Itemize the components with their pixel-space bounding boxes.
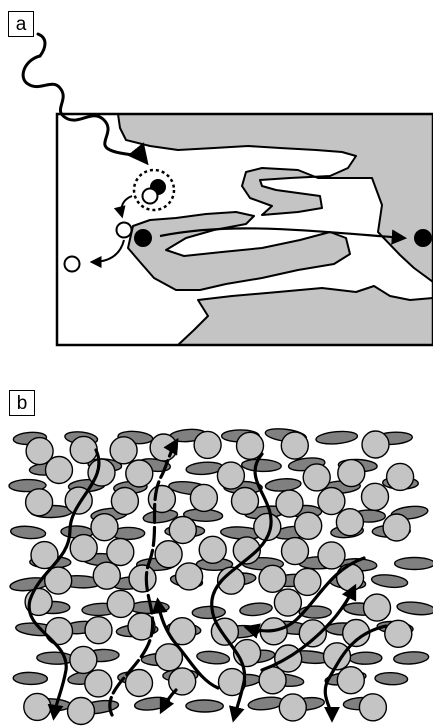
particle bbox=[85, 617, 112, 644]
particle bbox=[387, 463, 414, 490]
particle bbox=[318, 542, 345, 569]
particle bbox=[70, 646, 97, 673]
flake bbox=[239, 602, 272, 617]
gray-phase-region-middle bbox=[128, 212, 350, 290]
particle bbox=[85, 670, 112, 697]
particle bbox=[190, 484, 217, 511]
panel-b-diagram bbox=[0, 420, 433, 726]
particle bbox=[70, 436, 97, 463]
incoming-diffusion-path-tail bbox=[38, 34, 45, 56]
flake bbox=[371, 573, 408, 589]
particle bbox=[385, 620, 412, 647]
particle bbox=[110, 437, 137, 464]
flake bbox=[196, 650, 230, 665]
particle bbox=[93, 562, 120, 589]
panel-label-b: b bbox=[9, 390, 35, 416]
particle bbox=[337, 667, 364, 694]
gray-phase-region-bottom bbox=[178, 286, 433, 345]
particle bbox=[362, 431, 389, 458]
flake bbox=[186, 700, 223, 712]
particle bbox=[111, 488, 138, 515]
particle bbox=[217, 462, 244, 489]
particle bbox=[155, 541, 182, 568]
particle bbox=[46, 457, 73, 484]
particle bbox=[194, 431, 221, 458]
filled-molecule-trapped bbox=[134, 229, 152, 247]
open-molecule bbox=[143, 189, 158, 204]
particle bbox=[294, 568, 321, 595]
particle bbox=[362, 483, 389, 510]
particle bbox=[107, 539, 134, 566]
particle bbox=[148, 486, 175, 513]
particle bbox=[107, 590, 134, 617]
flake bbox=[265, 477, 301, 492]
particle bbox=[199, 536, 226, 563]
particle bbox=[169, 668, 196, 695]
particle bbox=[281, 432, 308, 459]
particle bbox=[359, 694, 386, 721]
flake bbox=[37, 652, 75, 665]
panel-a-diagram bbox=[0, 0, 433, 360]
particle bbox=[338, 460, 365, 487]
particle bbox=[279, 694, 306, 721]
incoming-diffusion-path bbox=[23, 56, 146, 162]
particle bbox=[259, 565, 286, 592]
particle bbox=[68, 698, 95, 725]
open-molecule-escaped bbox=[65, 257, 80, 272]
flake bbox=[396, 600, 433, 616]
particle bbox=[383, 514, 410, 541]
flake bbox=[349, 652, 382, 664]
particle bbox=[276, 490, 303, 517]
particle bbox=[70, 535, 97, 562]
particle bbox=[24, 693, 51, 720]
filled-molecule-transported bbox=[414, 229, 432, 247]
flake bbox=[315, 430, 357, 446]
particle bbox=[274, 589, 301, 616]
particle bbox=[169, 517, 196, 544]
flake bbox=[393, 651, 429, 665]
particle bbox=[26, 489, 53, 516]
particle bbox=[303, 464, 330, 491]
particle bbox=[126, 460, 153, 487]
particle bbox=[282, 538, 309, 565]
release-arrow bbox=[121, 196, 132, 216]
particle bbox=[46, 618, 73, 645]
flake bbox=[395, 558, 433, 570]
particle bbox=[91, 514, 118, 541]
flake bbox=[375, 672, 408, 685]
particle bbox=[299, 620, 326, 647]
particle bbox=[176, 563, 203, 590]
open-molecule-released bbox=[117, 223, 132, 238]
particle bbox=[295, 512, 322, 539]
particle bbox=[337, 564, 364, 591]
particle bbox=[336, 509, 363, 536]
flake bbox=[192, 606, 225, 619]
particle bbox=[318, 488, 345, 515]
flake bbox=[10, 525, 46, 540]
particle bbox=[129, 565, 156, 592]
particle bbox=[364, 594, 391, 621]
escape-arrow bbox=[92, 240, 124, 262]
flake bbox=[241, 459, 281, 473]
flake bbox=[13, 672, 47, 685]
particle bbox=[232, 488, 259, 515]
